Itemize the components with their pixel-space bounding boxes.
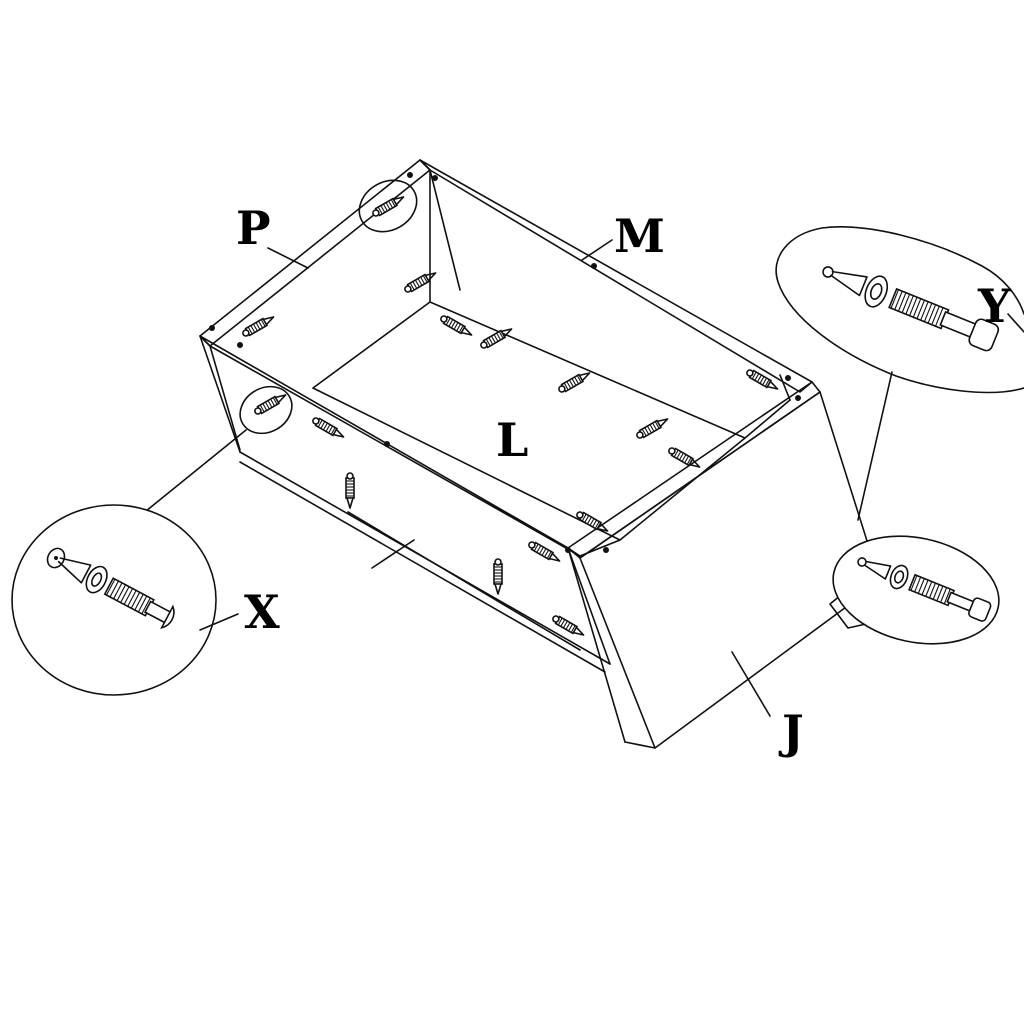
dowel (552, 615, 585, 636)
dowel (493, 558, 503, 595)
dowel (480, 328, 513, 349)
dowel (254, 394, 287, 415)
dowel (404, 272, 437, 293)
dowel (558, 372, 591, 393)
cam-lock-detail-lower (857, 557, 992, 622)
side-panel-J (567, 381, 881, 749)
dowel-group (242, 196, 779, 636)
back-panel-M (419, 159, 813, 401)
cam-lock-detail-X (46, 547, 175, 629)
dowel (576, 511, 609, 532)
detail-view-Y (775, 226, 1024, 521)
label-P: P (236, 201, 271, 255)
highlight-circle-left (239, 385, 293, 435)
dowel (345, 472, 355, 509)
leader-front (371, 539, 415, 569)
dowel (312, 417, 345, 438)
label-M: M (614, 209, 665, 263)
cabinet-body (199, 159, 881, 749)
detail-view-X (11, 429, 247, 696)
dowel (440, 315, 473, 336)
highlight-circle-top (358, 179, 418, 233)
labels: P M L J X Y (236, 201, 1012, 759)
bottom-panel-L (312, 301, 746, 541)
leader-P (267, 247, 309, 269)
detail-view-lower-right (832, 535, 1000, 645)
dowel (528, 541, 561, 562)
dowel (636, 418, 669, 439)
label-X: X (244, 585, 280, 639)
label-L: L (496, 413, 528, 467)
leader-M (581, 239, 613, 261)
leader-J (731, 651, 771, 717)
screw-holes (209, 172, 801, 553)
cam-lock-detail-Y (822, 266, 1000, 352)
dowel (242, 316, 275, 337)
label-Y: Y (977, 279, 1012, 333)
label-J: J (778, 705, 804, 759)
dowel (372, 196, 405, 217)
leader-lines (267, 239, 771, 717)
dowel (668, 447, 701, 468)
dowel (746, 369, 779, 390)
